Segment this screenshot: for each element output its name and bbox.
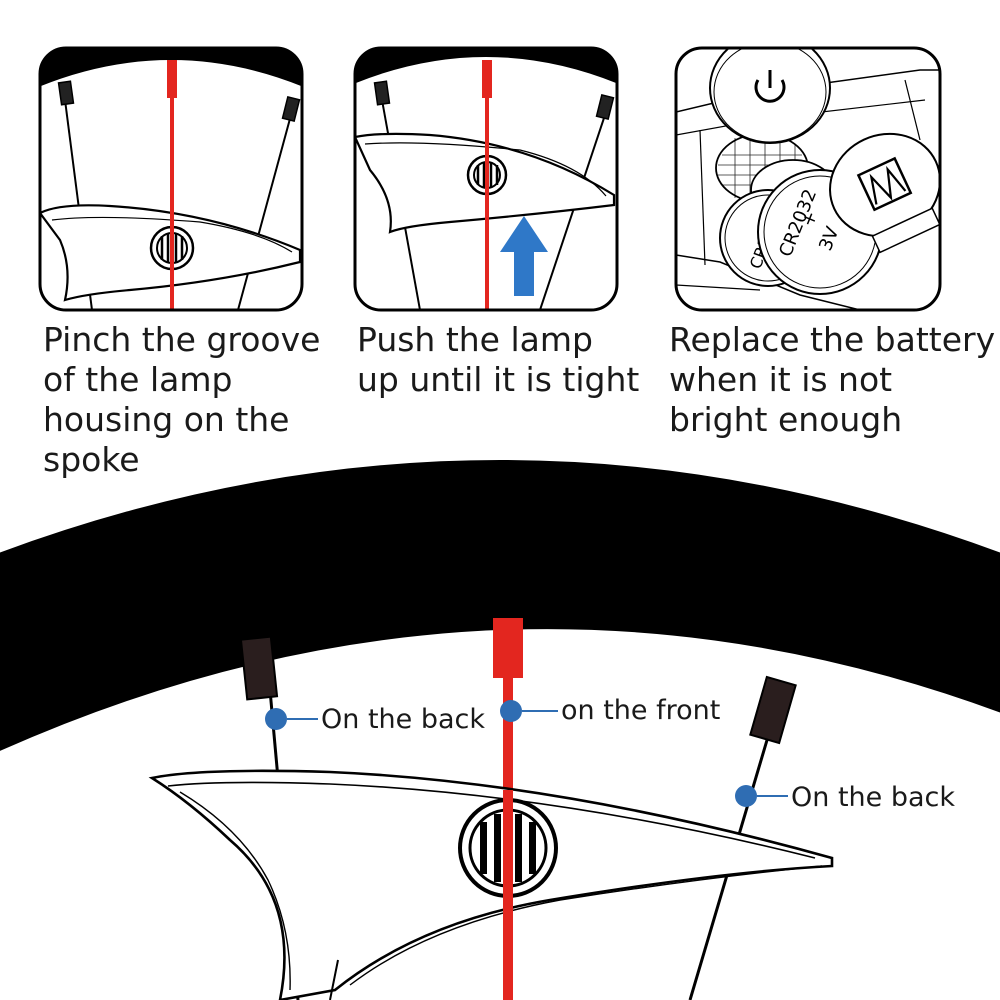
step-3-caption: Replace the battery when it is not brigh… <box>669 320 995 440</box>
callout-back-right: On the back <box>735 782 955 813</box>
step-2-line-1: Push the lamp <box>357 320 593 359</box>
wheel-detail: On the back on the front On the back <box>0 460 1000 1000</box>
step-3-line-3: bright enough <box>669 400 903 439</box>
step-1-caption: Pinch the groove of the lamp housing on … <box>43 320 320 480</box>
battery-polarity-label: + <box>797 208 822 230</box>
callout-front-label: on the front <box>561 695 720 726</box>
step-1-line-1: Pinch the groove <box>43 320 321 359</box>
step-2-line-2: up until it is tight <box>357 360 640 399</box>
up-arrow-icon <box>500 216 548 296</box>
lamp-lens-icon <box>458 798 558 898</box>
callout-back-left: On the back <box>265 704 485 735</box>
callout-back-right-label: On the back <box>791 782 955 813</box>
panel-push-lamp <box>353 46 619 312</box>
callout-back-left-label: On the back <box>321 704 485 735</box>
step-3-line-2: when it is not <box>669 360 893 399</box>
step-1-line-2: of the lamp <box>43 360 233 399</box>
panel-pinch-groove <box>38 46 304 312</box>
callout-front: on the front <box>500 695 720 726</box>
step-1-line-4: spoke <box>43 440 140 479</box>
step-2-caption: Push the lamp up until it is tight <box>357 320 639 400</box>
tire-rim <box>0 460 1000 752</box>
step-1-line-3: housing on the <box>43 400 290 439</box>
panel-replace-battery: CR2032 CR2032 + 3V <box>674 46 942 312</box>
power-icon <box>754 70 786 103</box>
step-3-line-1: Replace the battery <box>669 320 996 359</box>
